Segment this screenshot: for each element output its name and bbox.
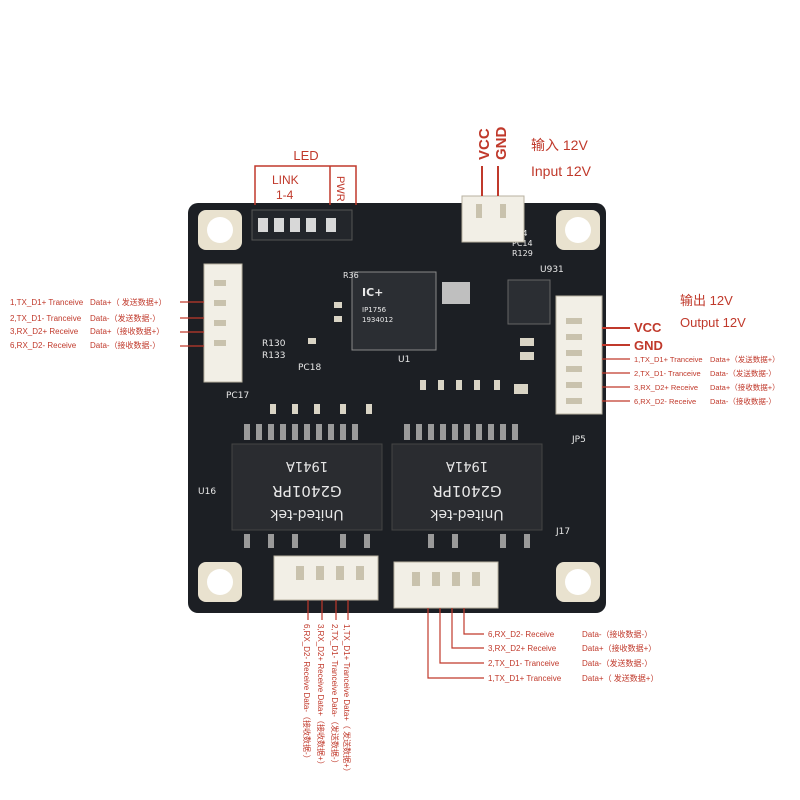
output-en-label: Output 12V bbox=[680, 315, 746, 330]
silk-u1: U1 bbox=[398, 355, 410, 365]
silk-pc14: PC14 bbox=[512, 239, 533, 248]
smd-components bbox=[270, 302, 534, 414]
gnd-input-label: GND bbox=[493, 127, 510, 161]
right-data-2: Data-（发送数据-） bbox=[710, 368, 776, 378]
left-data-3: Data+（接收数据+） bbox=[90, 326, 164, 336]
crystal-component bbox=[442, 282, 470, 304]
gnd-output-label: GND bbox=[634, 338, 663, 353]
left-annotations: 1,TX_D1+ Tranceive 2,TX_D1- Tranceive 3,… bbox=[10, 297, 204, 350]
led-label: LED bbox=[293, 148, 318, 163]
input-en-label: Input 12V bbox=[531, 163, 592, 179]
bottom-left-line-6: 6,RX_D2- Receive Data-（接收数据-） bbox=[302, 624, 312, 763]
top-annotations: LED LINK 1-4 PWR VCC GND 输入 12V Input 12… bbox=[254, 127, 592, 205]
silk-u931: U931 bbox=[540, 265, 564, 275]
bottom-right-pin-6: 6,RX_D2- Receive bbox=[488, 630, 555, 639]
transformer-date: 1941A bbox=[286, 458, 328, 473]
bottom-right-data-6: Data-（接收数据-） bbox=[582, 629, 652, 639]
transformer-date: 1941A bbox=[446, 458, 488, 473]
right-data-3: Data+（接收数据+） bbox=[710, 382, 780, 392]
right-annotations: 输出 12V Output 12V VCC GND 1,TX_D1+ Tranc… bbox=[602, 293, 780, 406]
pwr-label: PWR bbox=[334, 176, 346, 202]
link-range-label: 1-4 bbox=[276, 188, 294, 202]
silk-r133: R133 bbox=[262, 351, 285, 361]
bottom-left-ethernet-connector bbox=[273, 555, 379, 601]
transformer-brand: United-tek bbox=[269, 506, 343, 522]
transformer-pins bbox=[244, 424, 530, 548]
bottom-right-pin-1: 1,TX_D1+ Tranceive bbox=[488, 674, 562, 683]
left-pin-3: 3,RX_D2+ Receive bbox=[10, 327, 79, 336]
main-ic-chip: IC+ IP1756 1934012 bbox=[351, 271, 437, 351]
bottom-right-data-1: Data+（ 发送数据+） bbox=[582, 673, 658, 683]
transformer-left: 1941A G2401PR United-tek bbox=[231, 443, 383, 531]
mounting-hole bbox=[198, 210, 242, 250]
regulator-chip bbox=[507, 279, 551, 325]
chip-logo: IC+ bbox=[362, 286, 383, 299]
pcb-board: IC+ IP1756 1934012 1941A G2401PR United-… bbox=[188, 195, 606, 613]
input-cn-label: 输入 12V bbox=[531, 137, 588, 153]
transformer-part: G2401PR bbox=[432, 482, 501, 500]
bottom-left-annotations: 1,TX_D1+ Tranceive Data+（ 发送数据+） 2,TX_D1… bbox=[302, 600, 352, 776]
silk-pc18: PC18 bbox=[298, 363, 321, 373]
right-data-6: Data-（接收数据-） bbox=[710, 396, 776, 406]
transformer-right: 1941A G2401PR United-tek bbox=[391, 443, 543, 531]
left-pin-6: 6,RX_D2- Receive bbox=[10, 341, 77, 350]
transformer-brand: United-tek bbox=[429, 506, 503, 522]
right-ethernet-connector bbox=[555, 295, 603, 415]
silk-r36: R36 bbox=[343, 271, 359, 280]
silk-u16: U16 bbox=[198, 487, 216, 497]
chip-part: IP1756 bbox=[362, 306, 387, 314]
power-input-connector bbox=[461, 195, 525, 243]
link-label: LINK bbox=[272, 173, 299, 187]
bottom-right-annotations: 6,RX_D2- Receive 3,RX_D2+ Receive 2,TX_D… bbox=[427, 608, 658, 683]
chip-batch: 1934012 bbox=[362, 316, 393, 324]
silk-pc17: PC17 bbox=[226, 391, 249, 401]
bottom-right-pin-3: 3,RX_D2+ Receive bbox=[488, 644, 557, 653]
right-data-1: Data+（发送数据+） bbox=[710, 354, 780, 364]
transformer-part: G2401PR bbox=[272, 482, 341, 500]
left-data-6: Data-（接收数据-） bbox=[90, 340, 160, 350]
right-pin-1: 1,TX_D1+ Tranceive bbox=[634, 355, 703, 364]
output-cn-label: 输出 12V bbox=[680, 293, 733, 308]
bottom-left-line-3: 3,RX_D2+ Receive Data+（接收数据+） bbox=[316, 624, 326, 769]
right-pin-3: 3,RX_D2+ Receive bbox=[634, 383, 698, 392]
silk-r129: R129 bbox=[512, 249, 533, 258]
bottom-left-line-2: 2,TX_D1- Tranceive Data-（发送数据-） bbox=[330, 624, 340, 768]
left-data-2: Data-（发送数据-） bbox=[90, 313, 160, 323]
left-ethernet-connector bbox=[203, 263, 243, 383]
bottom-right-pin-2: 2,TX_D1- Tranceive bbox=[488, 659, 560, 668]
vcc-input-label: VCC bbox=[476, 128, 493, 160]
mounting-hole bbox=[556, 562, 600, 602]
mounting-hole bbox=[198, 562, 242, 602]
left-pin-1: 1,TX_D1+ Tranceive bbox=[10, 298, 84, 307]
left-data-1: Data+（ 发送数据+） bbox=[90, 297, 166, 307]
vcc-output-label: VCC bbox=[634, 320, 662, 335]
bottom-right-data-2: Data-（发送数据-） bbox=[582, 658, 652, 668]
mounting-hole bbox=[556, 210, 600, 250]
left-pin-2: 2,TX_D1- Tranceive bbox=[10, 314, 82, 323]
led-row bbox=[251, 209, 353, 241]
right-pin-6: 6,RX_D2- Receive bbox=[634, 397, 696, 406]
silk-j17: J17 bbox=[555, 527, 570, 537]
bottom-right-ethernet-connector bbox=[393, 561, 499, 609]
right-pin-2: 2,TX_D1- Tranceive bbox=[634, 369, 701, 378]
bottom-right-data-3: Data+（接收数据+） bbox=[582, 643, 656, 653]
silk-jp5: JP5 bbox=[571, 435, 586, 445]
silk-r130: R130 bbox=[262, 339, 286, 349]
bottom-left-line-1: 1,TX_D1+ Tranceive Data+（ 发送数据+） bbox=[342, 624, 352, 776]
